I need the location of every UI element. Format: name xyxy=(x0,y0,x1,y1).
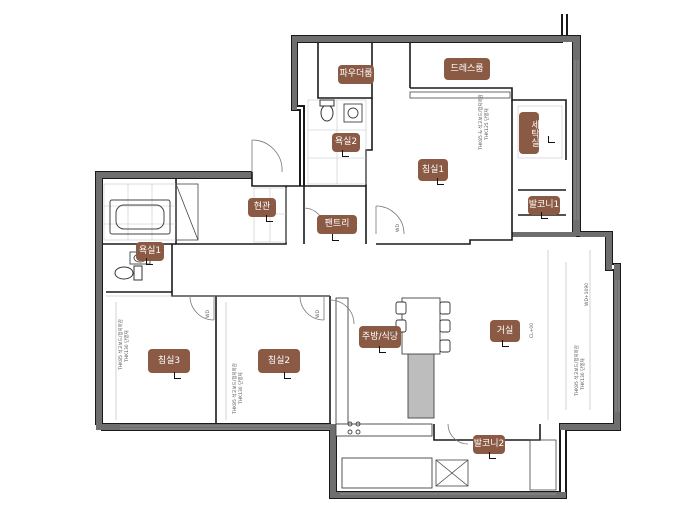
small-symbols xyxy=(175,91,557,491)
toilet-fixtures xyxy=(114,99,335,281)
note-door-wd-2: WD xyxy=(206,310,211,318)
room-label-kitchen: 주방/식당 xyxy=(359,326,401,348)
marker-living xyxy=(502,340,509,347)
marker-bal1 xyxy=(541,212,548,219)
note-bed3-wall2: THK130 단열재 xyxy=(125,330,130,362)
note-living-wall2: THK130 단열재 xyxy=(581,358,586,390)
room-label-entry: 현관 xyxy=(248,198,276,217)
guide-lines xyxy=(106,250,591,420)
room-label-bed1: 침실1 xyxy=(418,159,448,181)
room-label-dress: 드레스룸 xyxy=(444,58,490,80)
room-label-bed2: 침실2 xyxy=(258,349,300,373)
wall-fills xyxy=(96,36,620,498)
marker-pantry xyxy=(332,234,339,241)
marker-bed3 xyxy=(174,372,181,379)
room-label-powder: 파우더룸 xyxy=(338,65,374,84)
marker-bath2 xyxy=(342,150,349,157)
note-bed1-wall2: THK125 단열재 xyxy=(485,108,490,140)
note-door-wd-1: WD xyxy=(396,224,401,232)
room-label-pantry: 팬트리 xyxy=(317,215,357,234)
marker-laundry xyxy=(548,136,555,143)
note-bed2-wall2: THK130 단열재 xyxy=(239,372,244,404)
room-label-laundry: 세탁실 xyxy=(519,112,539,154)
room-label-living: 거실 xyxy=(490,320,520,342)
bathtub xyxy=(109,199,171,235)
room-label-bal2: 발코니2 xyxy=(473,435,505,454)
marker-bath1 xyxy=(146,258,153,265)
note-wd-height: WD+1090 xyxy=(585,282,590,306)
kitchen-counters xyxy=(335,297,441,489)
room-label-bath2: 욕실2 xyxy=(332,133,360,152)
marker-kitchen xyxy=(379,346,386,353)
room-label-bath1: 욕실1 xyxy=(136,242,164,261)
note-door-sd: SD xyxy=(392,329,397,336)
marker-bed1 xyxy=(437,178,444,185)
note-ceiling: CL+00 xyxy=(530,322,535,338)
room-label-bal1: 발코니1 xyxy=(528,196,560,215)
marker-bal2 xyxy=(489,452,496,459)
dining-chairs xyxy=(395,301,451,353)
windows xyxy=(120,60,620,495)
marker-bed2 xyxy=(284,372,291,379)
note-door-wd-3: WD xyxy=(316,310,321,318)
marker-entry xyxy=(266,215,273,222)
room-label-bed3: 침실3 xyxy=(148,349,190,373)
